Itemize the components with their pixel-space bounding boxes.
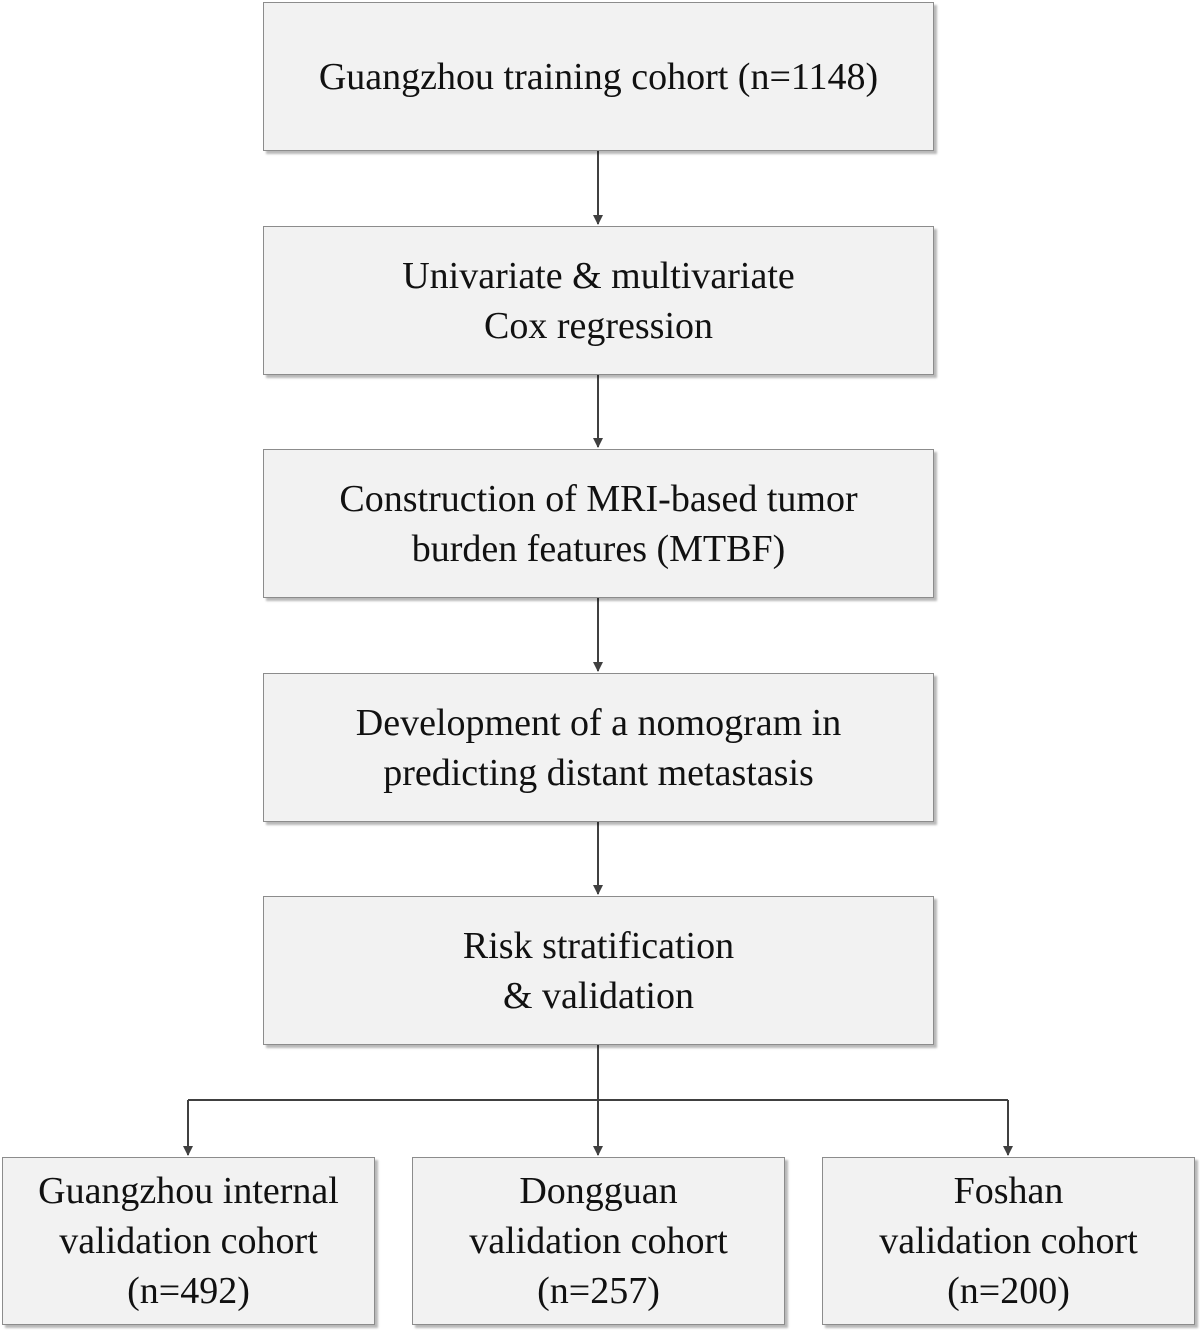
step-risk-stratification: Risk stratification & validation (263, 896, 934, 1045)
cohort-foshan: Foshan validation cohort (n=200) (822, 1157, 1195, 1325)
step-nomogram-development: Development of a nomogram in predicting … (263, 673, 934, 822)
cohort-guangzhou-internal-label: Guangzhou internal validation cohort (n=… (38, 1170, 339, 1312)
step-mtbf-construction: Construction of MRI-based tumor burden f… (263, 449, 934, 598)
step-cox-regression-label: Univariate & multivariate Cox regression (402, 254, 795, 347)
step-cox-regression: Univariate & multivariate Cox regression (263, 226, 934, 375)
cohort-dongguan: Dongguan validation cohort (n=257) (412, 1157, 785, 1325)
cohort-dongguan-label: Dongguan validation cohort (n=257) (469, 1170, 728, 1312)
step-training-cohort-label: Guangzhou training cohort (n=1148) (318, 55, 879, 98)
step-training-cohort: Guangzhou training cohort (n=1148) (263, 2, 934, 151)
step-risk-stratification-label: Risk stratification & validation (462, 924, 735, 1017)
cohort-guangzhou-internal: Guangzhou internal validation cohort (n=… (2, 1157, 375, 1325)
step-mtbf-construction-label: Construction of MRI-based tumor burden f… (339, 477, 858, 570)
step-nomogram-development-label: Development of a nomogram in predicting … (355, 701, 842, 794)
cohort-foshan-label: Foshan validation cohort (n=200) (879, 1170, 1138, 1312)
